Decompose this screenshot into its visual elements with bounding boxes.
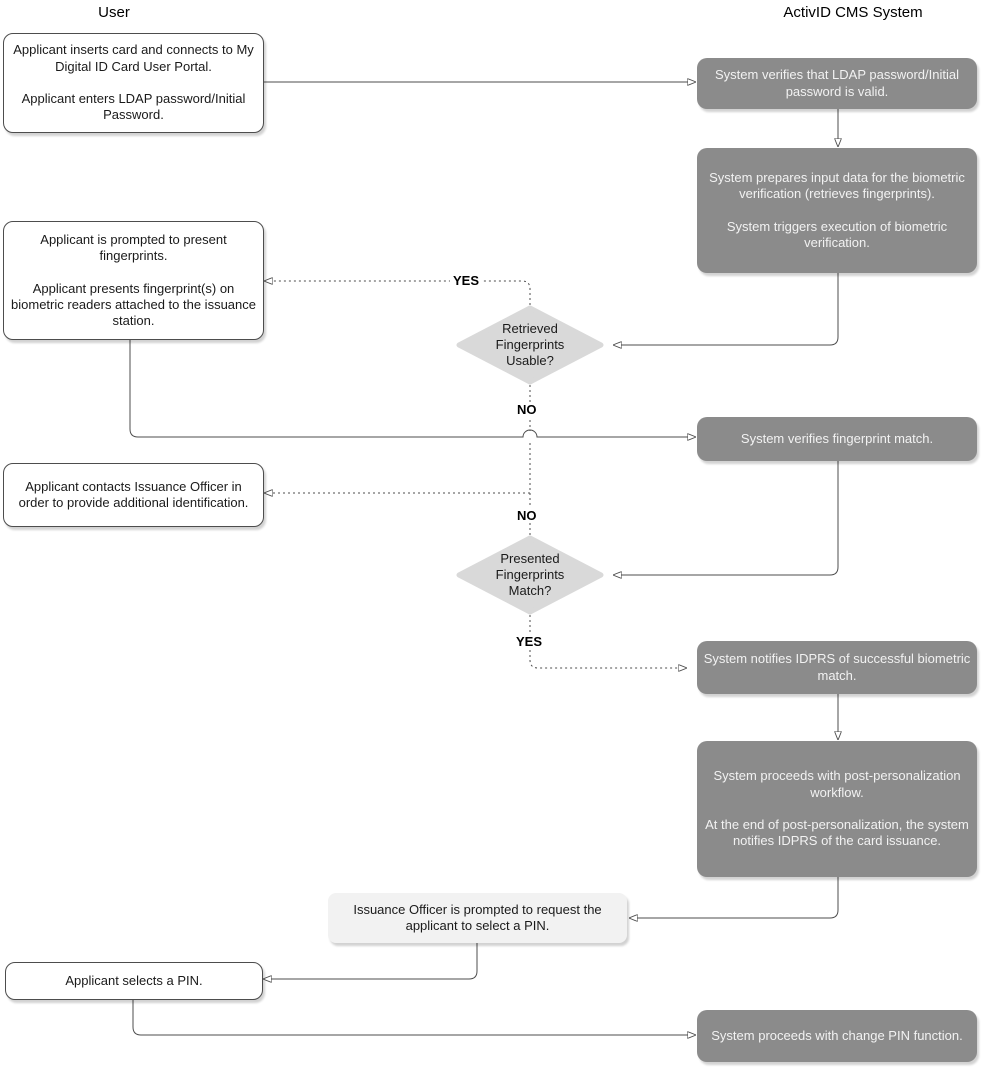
node-system-verifies-fingerprint-match: System verifies fingerprint match.	[697, 417, 977, 461]
branch-label-d2-yes: YES	[513, 634, 546, 649]
node-text: Applicant selects a PIN.	[65, 972, 203, 988]
connector-d2-yes-to-s4	[529, 615, 679, 668]
connector-s2-to-d1	[621, 273, 839, 345]
node-text: System proceeds with change PIN function…	[711, 1027, 963, 1043]
connector-s5-to-note	[637, 876, 839, 918]
decision-retrieved-fingerprints-usable: Retrieved Fingerprints Usable?	[456, 305, 604, 385]
node-user-inserts-card: Applicant inserts card and connects to M…	[3, 33, 264, 133]
connector-s3-to-d2	[621, 461, 839, 575]
node-text: System proceeds with post-personalizatio…	[705, 768, 969, 849]
node-issuance-officer-prompted: Issuance Officer is prompted to request …	[328, 893, 627, 943]
node-user-presents-fingerprints: Applicant is prompted to present fingerp…	[3, 221, 264, 340]
connector-d1-yes-to-u2	[272, 281, 531, 305]
branch-label-d2-no: NO	[514, 508, 540, 523]
node-user-selects-pin: Applicant selects a PIN.	[5, 962, 263, 1000]
node-text: Applicant inserts card and connects to M…	[13, 42, 254, 123]
lane-title-activid-cms-system: ActivID CMS System	[783, 4, 923, 21]
node-system-notifies-idprs-match: System notifies IDPRS of successful biom…	[697, 641, 977, 694]
connector-u4-to-s6	[132, 998, 688, 1035]
node-text: System notifies IDPRS of successful biom…	[703, 651, 971, 683]
node-system-verifies-ldap: System verifies that LDAP password/Initi…	[697, 58, 977, 109]
node-text: System verifies that LDAP password/Initi…	[715, 67, 959, 99]
node-text: Applicant contacts Issuance Officer in o…	[18, 478, 249, 510]
connector-note-to-u4	[271, 943, 478, 979]
connector-u2-to-s3	[129, 338, 688, 437]
decision-presented-fingerprints-match: Presented Fingerprints Match?	[456, 535, 604, 615]
node-system-prepares-biometric: System prepares input data for the biome…	[697, 148, 977, 273]
node-user-contacts-issuance-officer: Applicant contacts Issuance Officer in o…	[3, 463, 264, 527]
node-text: Issuance Officer is prompted to request …	[353, 901, 602, 933]
decision-text: Retrieved Fingerprints Usable?	[495, 320, 565, 369]
node-system-change-pin: System proceeds with change PIN function…	[697, 1010, 977, 1062]
diamond-shape-icon	[456, 305, 604, 385]
decision-text: Presented Fingerprints Match?	[495, 550, 565, 599]
node-text: System prepares input data for the biome…	[709, 169, 965, 250]
diamond-shape-icon	[456, 535, 604, 615]
node-system-post-personalization: System proceeds with post-personalizatio…	[697, 741, 977, 877]
branch-label-d1-yes: YES	[450, 273, 483, 288]
node-text: Applicant is prompted to present fingerp…	[11, 231, 256, 328]
node-text: System verifies fingerprint match.	[740, 430, 934, 446]
lane-title-user: User	[98, 4, 130, 21]
branch-label-d1-no: NO	[514, 402, 540, 417]
